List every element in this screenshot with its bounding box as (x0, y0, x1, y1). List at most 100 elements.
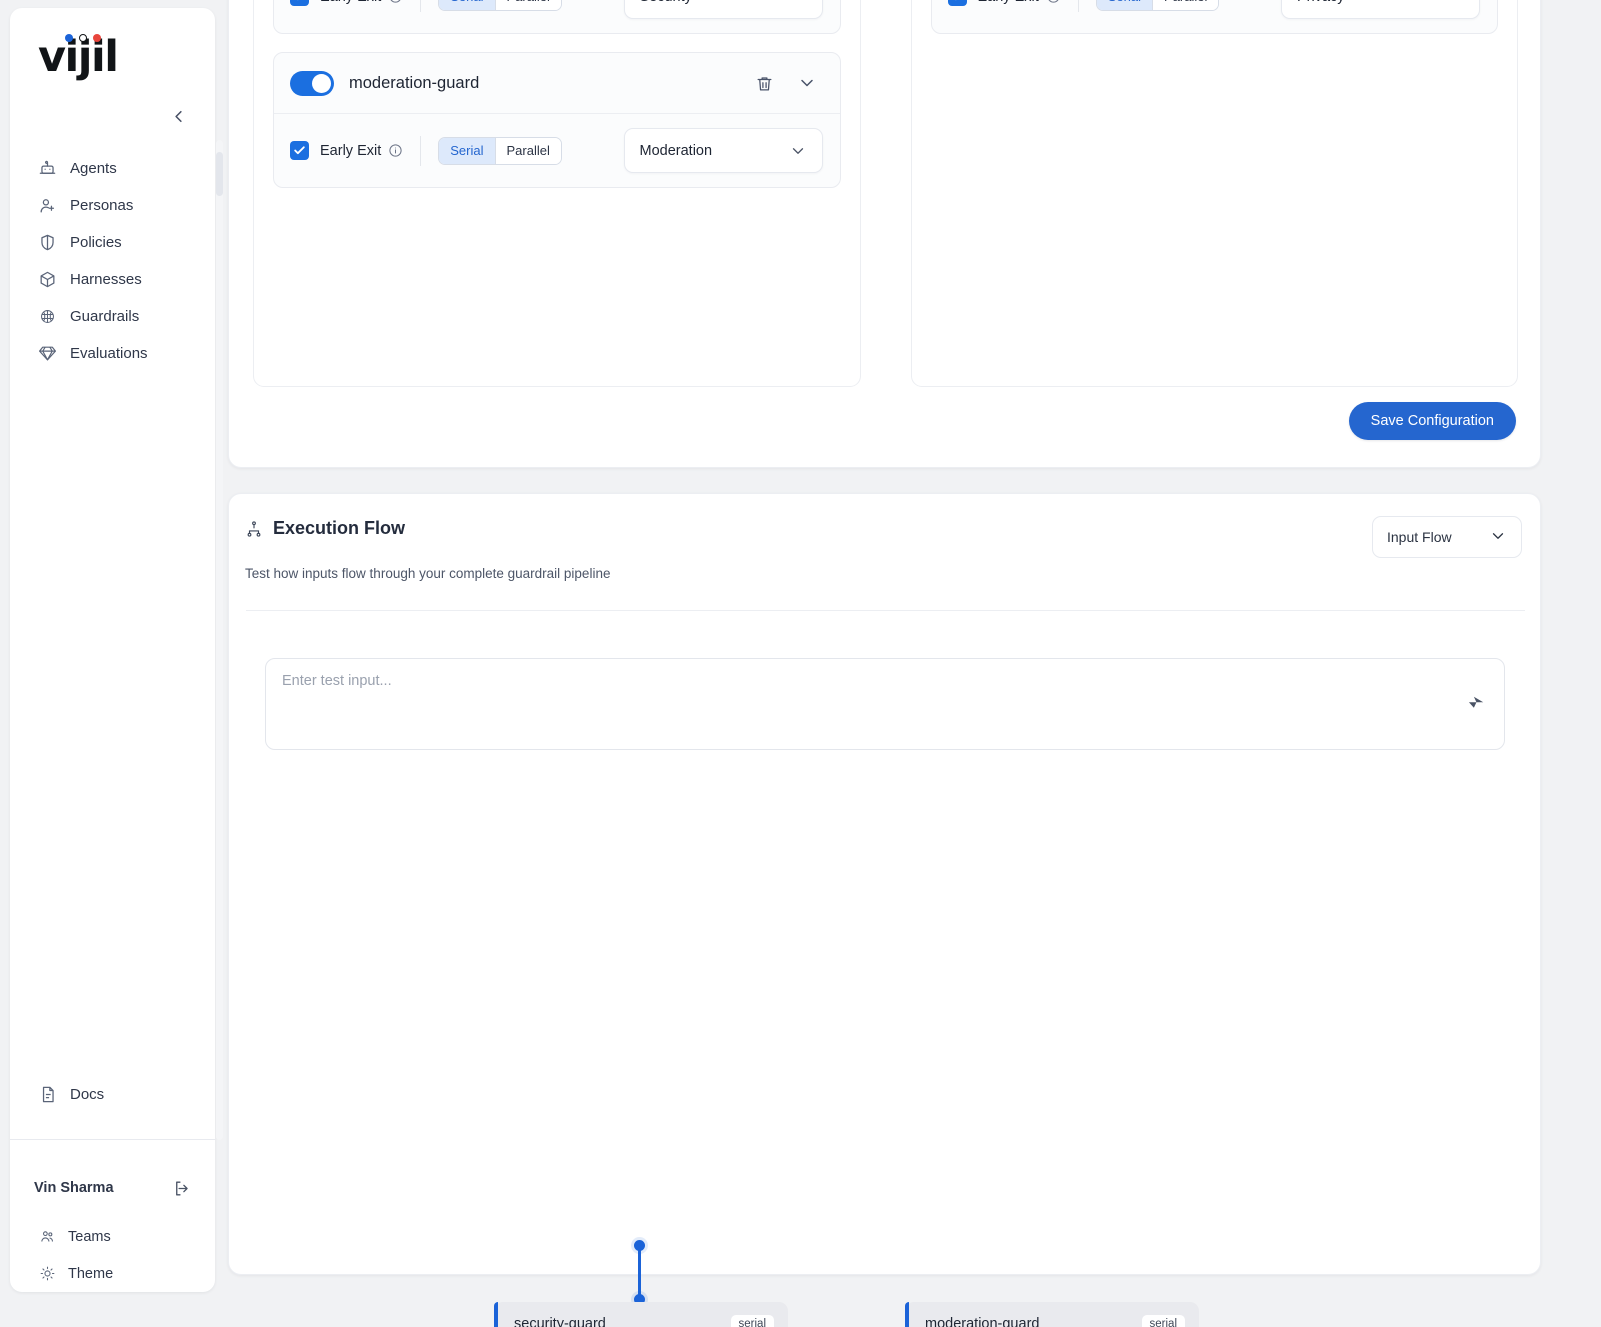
mode-serial-button[interactable]: Serial (1096, 0, 1152, 10)
sidebar-item-guardrails[interactable]: Guardrails (10, 298, 215, 335)
sidebar-item-agents[interactable]: Agents (10, 150, 215, 187)
logo-dot-blue (65, 34, 73, 42)
sidebar-item-label: Harnesses (70, 271, 142, 288)
category-select[interactable]: Privacy (1281, 0, 1480, 19)
mode-parallel-button[interactable]: Parallel (494, 0, 561, 10)
guard-column-left: security-guard (253, 0, 861, 387)
trash-icon[interactable] (752, 70, 778, 96)
sidebar-footer-label: Theme (68, 1265, 114, 1282)
mode-parallel-button[interactable]: Parallel (494, 137, 561, 164)
test-input-container (265, 658, 1505, 750)
sidebar-item-harnesses[interactable]: Harnesses (10, 261, 215, 298)
info-icon[interactable] (388, 143, 403, 158)
brand-logo[interactable]: vijil (10, 8, 215, 94)
flow-node-mode-chip: serial (1141, 1315, 1185, 1327)
flow-mode-value: Input Flow (1387, 529, 1452, 545)
sidebar-collapse-button[interactable] (167, 105, 189, 127)
mode-serial-button[interactable]: Serial (439, 137, 495, 164)
sidebar-scrollbar-thumb[interactable] (216, 152, 223, 196)
robot-icon (38, 159, 57, 178)
sidebar-item-label: Guardrails (70, 308, 140, 325)
chevron-down-icon (1446, 0, 1464, 6)
test-input[interactable] (266, 659, 1450, 749)
check-icon (294, 146, 305, 155)
chevron-down-icon (789, 142, 807, 160)
sidebar-item-teams[interactable]: Teams (10, 1218, 215, 1255)
logo-dots (65, 34, 101, 42)
users-icon (38, 1228, 56, 1246)
flow-mode-select[interactable]: Input Flow (1372, 516, 1522, 558)
mode-parallel-button[interactable]: Parallel (1152, 0, 1219, 10)
chevron-down-icon (1489, 527, 1507, 548)
logo-dot-red (93, 34, 101, 42)
page-title: Execution Flow (273, 518, 406, 538)
execution-flow-panel: Execution Flow Test how inputs flow thro… (228, 493, 1542, 1327)
execution-mode-segmented: Serial Parallel (438, 0, 562, 11)
early-exit-checkbox[interactable] (290, 141, 309, 160)
category-select-value: Privacy (1297, 0, 1345, 5)
early-exit-label: Early Exit (978, 0, 1039, 5)
guard-column-right: privacy-guard (910, 0, 1518, 387)
info-icon[interactable] (1046, 0, 1061, 4)
check-icon (297, 0, 299, 1)
early-exit-checkbox[interactable] (947, 0, 967, 6)
sidebar-footer-label: Teams (68, 1228, 111, 1245)
send-icon (1466, 692, 1488, 717)
category-select[interactable]: Moderation (623, 128, 823, 173)
flow-node-title: security-guard (514, 1316, 606, 1327)
chevron-left-icon (174, 110, 182, 122)
category-select[interactable]: Security (623, 0, 823, 19)
guard-card-moderation-guard: moderation-guard (273, 52, 841, 188)
sidebar-item-policies[interactable]: Policies (10, 224, 215, 261)
flow-canvas: security-guard serial Security Early Exi… (229, 756, 1542, 1327)
early-exit-label: Early Exit (320, 142, 382, 159)
user-plus-icon (38, 196, 57, 215)
sidebar-scrollbar[interactable] (216, 140, 223, 1140)
category-select-value: Moderation (639, 142, 713, 159)
sidebar: vijil Agents Personas (10, 8, 223, 1292)
sun-icon (38, 1265, 56, 1283)
sidebar-divider (10, 1139, 215, 1140)
guard-card-privacy-guard: privacy-guard (930, 0, 1498, 34)
flow-connector-dot-bottom (634, 1294, 645, 1305)
early-exit-label: Early Exit (320, 0, 381, 5)
logout-icon[interactable] (172, 1179, 191, 1198)
brand-name: vijil (38, 32, 119, 82)
logo-dot-hollow (79, 34, 87, 42)
info-icon[interactable] (388, 0, 403, 4)
sidebar-item-docs[interactable]: Docs (10, 1073, 215, 1115)
flow-node-security-guard[interactable]: security-guard serial Security Early Exi… (494, 1302, 788, 1327)
save-configuration-button[interactable]: Save Configuration (1348, 402, 1516, 440)
box-icon (38, 270, 57, 289)
chevron-down-icon (789, 0, 807, 6)
check-icon (954, 0, 956, 1)
sidebar-item-label: Policies (70, 234, 122, 251)
hierarchy-icon (245, 520, 263, 538)
flow-edge-input-to-security (638, 1245, 641, 1299)
flow-node-moderation-guard[interactable]: moderation-guard serial Moderation Early… (905, 1302, 1199, 1327)
sidebar-item-label: Agents (70, 160, 117, 177)
shield-icon (38, 233, 57, 252)
mode-serial-button[interactable]: Serial (439, 0, 495, 10)
guard-card-security-guard: security-guard (273, 0, 841, 34)
flow-node-mode-chip: serial (730, 1315, 774, 1327)
execution-mode-segmented: Serial Parallel (438, 136, 562, 165)
main-content: security-guard (228, 0, 1601, 1327)
guard-configuration-panel: security-guard (228, 0, 1541, 468)
execution-flow-title: Execution Flow (245, 518, 405, 539)
user-name: Vin Sharma (34, 1180, 114, 1196)
sidebar-item-evaluations[interactable]: Evaluations (10, 335, 215, 372)
sidebar-item-personas[interactable]: Personas (10, 187, 215, 224)
flow-node-title: moderation-guard (925, 1316, 1040, 1327)
sidebar-docs-label: Docs (70, 1085, 105, 1103)
execution-mode-segmented: Serial Parallel (1095, 0, 1220, 11)
guard-enable-toggle[interactable] (290, 70, 334, 96)
early-exit-checkbox[interactable] (290, 0, 309, 6)
file-icon (38, 1085, 57, 1104)
send-button[interactable] (1450, 659, 1504, 749)
sidebar-item-label: Personas (70, 197, 134, 214)
chevron-down-icon[interactable] (794, 70, 820, 96)
divider (246, 610, 1525, 611)
sidebar-item-theme[interactable]: Theme (10, 1255, 215, 1292)
